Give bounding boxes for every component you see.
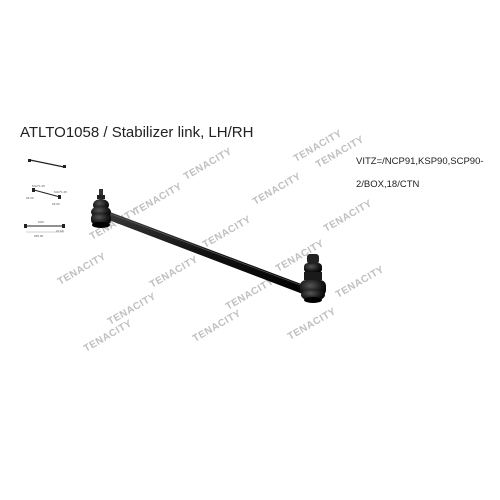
thumb-dim-label: 265.00 <box>34 234 44 238</box>
thumbnail-overview[interactable] <box>20 156 70 170</box>
thumb-dim-label: M12*1.25 <box>54 190 67 194</box>
thumb-dim-label: 26.00 <box>26 196 34 200</box>
product-title: ATLTO1058 / Stabilizer link, LH/RH <box>20 124 254 141</box>
left-ball-joint <box>91 189 111 228</box>
thumb-dim-label: 29.00 <box>52 202 60 206</box>
fitment-packing-line: 2/BOX,18/CTN <box>356 179 420 190</box>
thumb-dim-label: 27.00 <box>56 229 64 233</box>
right-ball-joint <box>300 254 326 303</box>
thumbnail-side-view[interactable] <box>20 180 70 206</box>
dimension-thumbnails: M12*1.25 M12*1.25 26.00 29.00 M10 265.00… <box>20 150 70 250</box>
thumb-dim-label: M10 <box>38 220 44 224</box>
fitment-vehicle-line: VITZ=/NCP91,KSP90,SCP90- <box>356 156 484 167</box>
link-rod <box>106 212 312 296</box>
thumbnail-dimension-view[interactable] <box>20 216 70 238</box>
fitment-info: VITZ=/NCP91,KSP90,SCP90- 2/BOX,18/CTN <box>356 150 496 196</box>
thumb-dim-label: M12*1.25 <box>32 184 45 188</box>
